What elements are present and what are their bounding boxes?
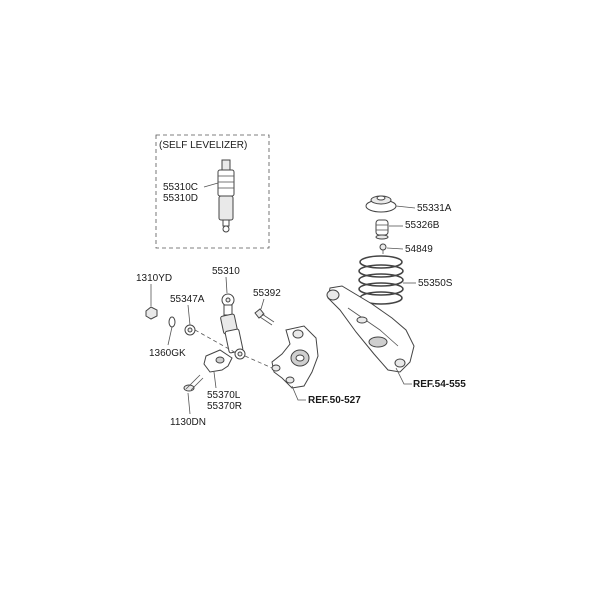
label-1310yd: 1310YD — [136, 273, 172, 284]
label-55370r: 55370R — [207, 401, 242, 412]
label-1130dn: 1130DN — [170, 417, 206, 428]
label-55310c: 55310C — [163, 182, 198, 193]
ref-50-527: REF.50-527 — [308, 395, 361, 406]
levelizer-shock-absorber — [217, 159, 235, 233]
ref-54-555: REF.54-555 — [413, 379, 466, 390]
label-55350s: 55350S — [418, 278, 453, 289]
label-55370l: 55370L — [207, 390, 241, 401]
spring-seat-upper — [365, 195, 397, 213]
assembly-line-1 — [194, 329, 239, 355]
label-54849: 54849 — [405, 244, 433, 255]
coil-spring — [358, 255, 404, 305]
rear-knuckle — [271, 325, 319, 389]
self-levelizer-group: (SELF LEVELIZER) 55310C 55310D — [155, 134, 270, 249]
washer-1360gk — [168, 316, 176, 328]
bolt-1130dn — [183, 374, 204, 392]
self-levelizer-dashed-box — [155, 134, 270, 249]
bolt-54849 — [379, 243, 387, 254]
label-55310: 55310 — [212, 266, 240, 277]
self-levelizer-title: (SELF LEVELIZER) — [159, 140, 247, 151]
label-1360gk: 1360GK — [149, 348, 186, 359]
label-55310d: 55310D — [163, 193, 198, 204]
assembly-line-2 — [244, 355, 273, 369]
shock-absorber-55310 — [220, 293, 246, 360]
bracket-55370 — [203, 349, 233, 373]
label-55331a: 55331A — [417, 203, 452, 214]
ref-arm-leader — [395, 367, 412, 385]
bolt-55392 — [254, 308, 275, 326]
label-55326b: 55326B — [405, 220, 440, 231]
lower-arm — [326, 285, 415, 373]
nut-1310yd — [145, 306, 158, 320]
label-55347a: 55347A — [170, 294, 205, 305]
bump-stopper — [375, 219, 389, 240]
label-55392: 55392 — [253, 288, 281, 299]
washer-55347a — [184, 324, 196, 336]
ref-knuckle-leader — [291, 385, 306, 401]
